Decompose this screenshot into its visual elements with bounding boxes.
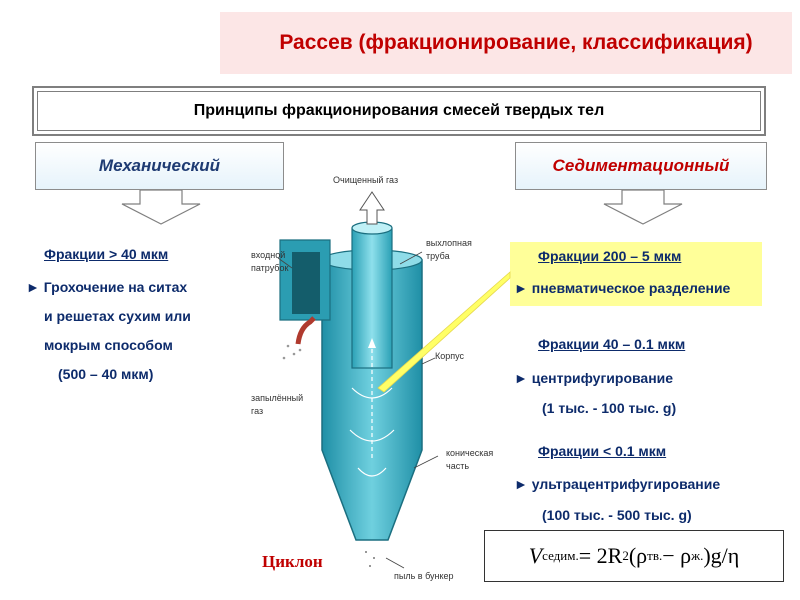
- label-dust-to-bunker: пыль в бункер: [394, 571, 454, 581]
- sed-method-2: ► центрифугирование: [514, 370, 674, 386]
- highlight-box: [510, 242, 762, 306]
- pointer-lines: [377, 271, 511, 393]
- formula-sub-l: ж.: [691, 548, 704, 563]
- mech-line-4: (500 – 40 мкм): [58, 366, 154, 382]
- label-clean-gas: Очищенный газ: [333, 175, 399, 185]
- formula-minus: − ρ: [662, 543, 692, 568]
- cyclone-diagram: [277, 191, 439, 569]
- sed-range-2: (1 тыс. - 100 тыс. g): [542, 400, 677, 416]
- label-conical-1: коническая: [446, 448, 494, 458]
- sed-range-3: (100 тыс. - 500 тыс. g): [542, 507, 692, 523]
- mech-line-3: мокрым способом: [44, 337, 173, 353]
- formula-sub-v: седим.: [542, 548, 579, 563]
- cyclone-caption: Циклон: [262, 552, 323, 571]
- formula-eq: = 2R: [578, 543, 623, 568]
- sed-fraction-heading-2: Фракции 40 – 0.1 мкм: [538, 336, 686, 352]
- label-conical-2: часть: [446, 461, 470, 471]
- label-body: Корпус: [435, 351, 465, 361]
- label-exhaust-pipe-1: выхлопная: [426, 238, 472, 248]
- mech-fraction-heading: Фракции > 40 мкм: [44, 246, 169, 262]
- clean-gas-arrow: [359, 191, 385, 225]
- down-arrow-mechanical: [121, 190, 201, 225]
- formula-v: V: [528, 543, 543, 568]
- label-dusty-gas-2: газ: [251, 406, 264, 416]
- label-dusty-gas-1: запылённый: [251, 393, 304, 403]
- mech-line-2: и решетах сухим или: [44, 308, 191, 324]
- principles-title: Принципы фракционирования смесей твердых…: [193, 102, 605, 119]
- page-title: Рассев (фракционирование, классификация): [279, 31, 753, 54]
- formula-sub-s: тв.: [647, 548, 663, 563]
- label-inlet-2: патрубок: [251, 263, 289, 273]
- formula-div: /η: [721, 543, 740, 568]
- sed-fraction-heading-3: Фракции < 0.1 мкм: [538, 443, 667, 459]
- sed-fraction-heading-1: Фракции 200 – 5 мкм: [538, 248, 682, 264]
- dust-particles: [362, 550, 380, 568]
- principles-box: Принципы фракционирования смесей твердых…: [32, 86, 766, 136]
- sed-method-1: ► пневматическое разделение: [514, 280, 731, 296]
- formula-open: (ρ: [628, 543, 648, 568]
- label-exhaust-pipe-2: труба: [426, 251, 450, 261]
- formula-close: )g: [703, 543, 722, 568]
- formula-sup: 2: [622, 548, 629, 563]
- principles-inner-border: [37, 91, 761, 131]
- down-arrow-sedimentation: [603, 190, 683, 225]
- sed-method-3: ► ультрацентрифугирование: [514, 476, 721, 492]
- label-inlet-1: входной: [251, 250, 286, 260]
- mech-line-1: ► Грохочение на ситах: [26, 279, 188, 295]
- title-banner: Рассев (фракционирование, классификация): [220, 12, 792, 74]
- category-sedimentation: Седиментационный: [515, 142, 767, 190]
